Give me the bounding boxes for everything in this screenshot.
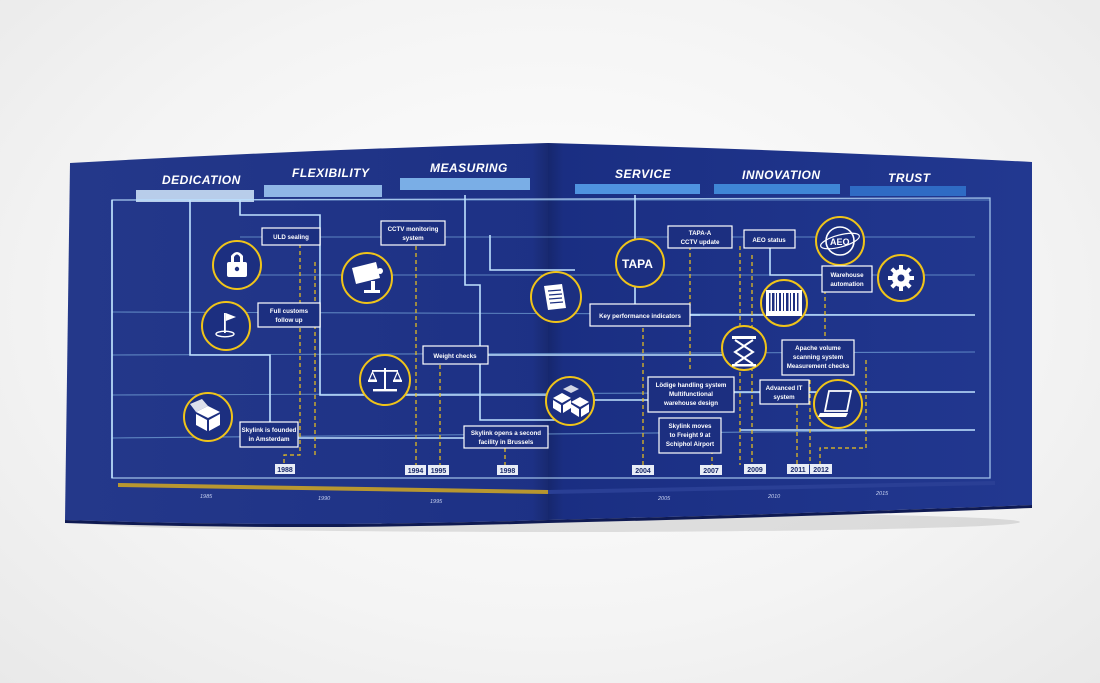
svg-text:facility in Brussels: facility in Brussels bbox=[479, 439, 534, 446]
svg-text:2012: 2012 bbox=[813, 467, 829, 474]
header-flexibility: FLEXIBILITY bbox=[292, 166, 370, 180]
axis-2015: 2015 bbox=[875, 491, 889, 497]
svg-text:Schiphol Airport: Schiphol Airport bbox=[666, 441, 714, 448]
svg-text:CCTV monitoring: CCTV monitoring bbox=[388, 226, 439, 233]
milestone-skylink-founded: Skylink is founded in Amsterdam bbox=[240, 422, 298, 447]
svg-text:follow up: follow up bbox=[275, 317, 302, 324]
svg-text:Weight checks: Weight checks bbox=[433, 353, 477, 360]
svg-text:Skylink moves: Skylink moves bbox=[669, 423, 713, 430]
svg-text:TAPA: TAPA bbox=[622, 257, 653, 271]
svg-text:Advanced IT: Advanced IT bbox=[766, 385, 803, 392]
axis-2005: 2005 bbox=[657, 496, 671, 502]
svg-text:to Freight 9 at: to Freight 9 at bbox=[670, 432, 711, 439]
svg-text:AEO: AEO bbox=[830, 237, 850, 247]
barcode-icon bbox=[766, 290, 802, 316]
svg-text:2004: 2004 bbox=[635, 468, 651, 475]
svg-text:ULD sealing: ULD sealing bbox=[273, 234, 309, 241]
milestone-aeo-status: AEO status bbox=[744, 230, 795, 248]
axis-1995: 1995 bbox=[430, 499, 443, 505]
svg-text:Lödige handling system: Lödige handling system bbox=[656, 382, 727, 389]
svg-text:2007: 2007 bbox=[703, 468, 719, 475]
header-measuring: MEASURING bbox=[430, 161, 508, 175]
year-1994: 1994 bbox=[405, 465, 426, 475]
year-2009: 2009 bbox=[744, 464, 766, 474]
milestone-tapa-cctv: TAPA-A CCTV update bbox=[668, 226, 732, 248]
svg-text:2009: 2009 bbox=[747, 467, 763, 474]
milestone-freight9: Skylink moves to Freight 9 at Schiphol A… bbox=[659, 418, 721, 453]
axis-2010: 2010 bbox=[767, 494, 781, 500]
axis-1985: 1985 bbox=[200, 494, 213, 500]
year-1995: 1995 bbox=[428, 465, 449, 475]
year-2007: 2007 bbox=[700, 465, 722, 475]
svg-text:AEO status: AEO status bbox=[752, 237, 786, 244]
svg-text:Warehouse: Warehouse bbox=[830, 272, 864, 279]
svg-text:1995: 1995 bbox=[431, 468, 447, 475]
svg-text:in Amsterdam: in Amsterdam bbox=[248, 436, 290, 443]
svg-text:Key performance indicators: Key performance indicators bbox=[599, 313, 681, 320]
tapa-logo: TAPA bbox=[622, 257, 653, 271]
svg-text:1998: 1998 bbox=[500, 468, 516, 475]
milestone-lodige: Lödige handling system Multifunctional w… bbox=[648, 377, 734, 412]
svg-text:Multifunctional: Multifunctional bbox=[669, 391, 713, 398]
svg-text:1988: 1988 bbox=[277, 467, 293, 474]
svg-text:warehouse design: warehouse design bbox=[663, 400, 718, 407]
year-2012: 2012 bbox=[810, 464, 832, 474]
svg-text:TAPA-A: TAPA-A bbox=[689, 230, 712, 237]
milestone-advanced-it: Advanced IT system bbox=[760, 380, 809, 404]
header-service: SERVICE bbox=[615, 167, 672, 181]
header-innovation: INNOVATION bbox=[742, 168, 821, 182]
year-2011: 2011 bbox=[787, 464, 809, 474]
svg-text:Skylink is founded: Skylink is founded bbox=[242, 427, 297, 434]
header-dedication: DEDICATION bbox=[162, 173, 241, 187]
year-2004: 2004 bbox=[632, 465, 654, 475]
milestone-apache: Apache volume scanning system Measuremen… bbox=[782, 340, 854, 375]
svg-text:system: system bbox=[402, 235, 424, 242]
year-1998: 1998 bbox=[497, 465, 518, 475]
svg-text:scanning system: scanning system bbox=[793, 354, 844, 361]
svg-text:CCTV update: CCTV update bbox=[681, 239, 720, 246]
milestone-uld-sealing: ULD sealing bbox=[262, 228, 320, 245]
milestone-kpi: Key performance indicators bbox=[590, 304, 690, 326]
gear-icon bbox=[888, 265, 914, 291]
milestone-cctv-system: CCTV monitoring system bbox=[381, 221, 445, 245]
axis-1990: 1990 bbox=[318, 496, 331, 502]
milestone-weight-checks: Weight checks bbox=[423, 346, 488, 364]
svg-text:Measurement checks: Measurement checks bbox=[787, 363, 850, 370]
svg-text:Full customs: Full customs bbox=[270, 308, 309, 315]
svg-text:1994: 1994 bbox=[408, 468, 424, 475]
svg-text:Apache volume: Apache volume bbox=[795, 345, 841, 352]
svg-text:automation: automation bbox=[830, 281, 864, 288]
milestone-brussels: Skylink opens a second facility in Bruss… bbox=[464, 426, 548, 448]
header-trust: TRUST bbox=[888, 171, 932, 185]
milestone-full-customs: Full customs follow up bbox=[258, 303, 320, 327]
year-1988: 1988 bbox=[275, 464, 295, 474]
svg-text:2011: 2011 bbox=[790, 467, 805, 474]
svg-text:Skylink opens a second: Skylink opens a second bbox=[471, 430, 541, 437]
svg-text:system: system bbox=[773, 394, 795, 401]
milestone-warehouse-automation: Warehouse automation bbox=[822, 266, 872, 292]
